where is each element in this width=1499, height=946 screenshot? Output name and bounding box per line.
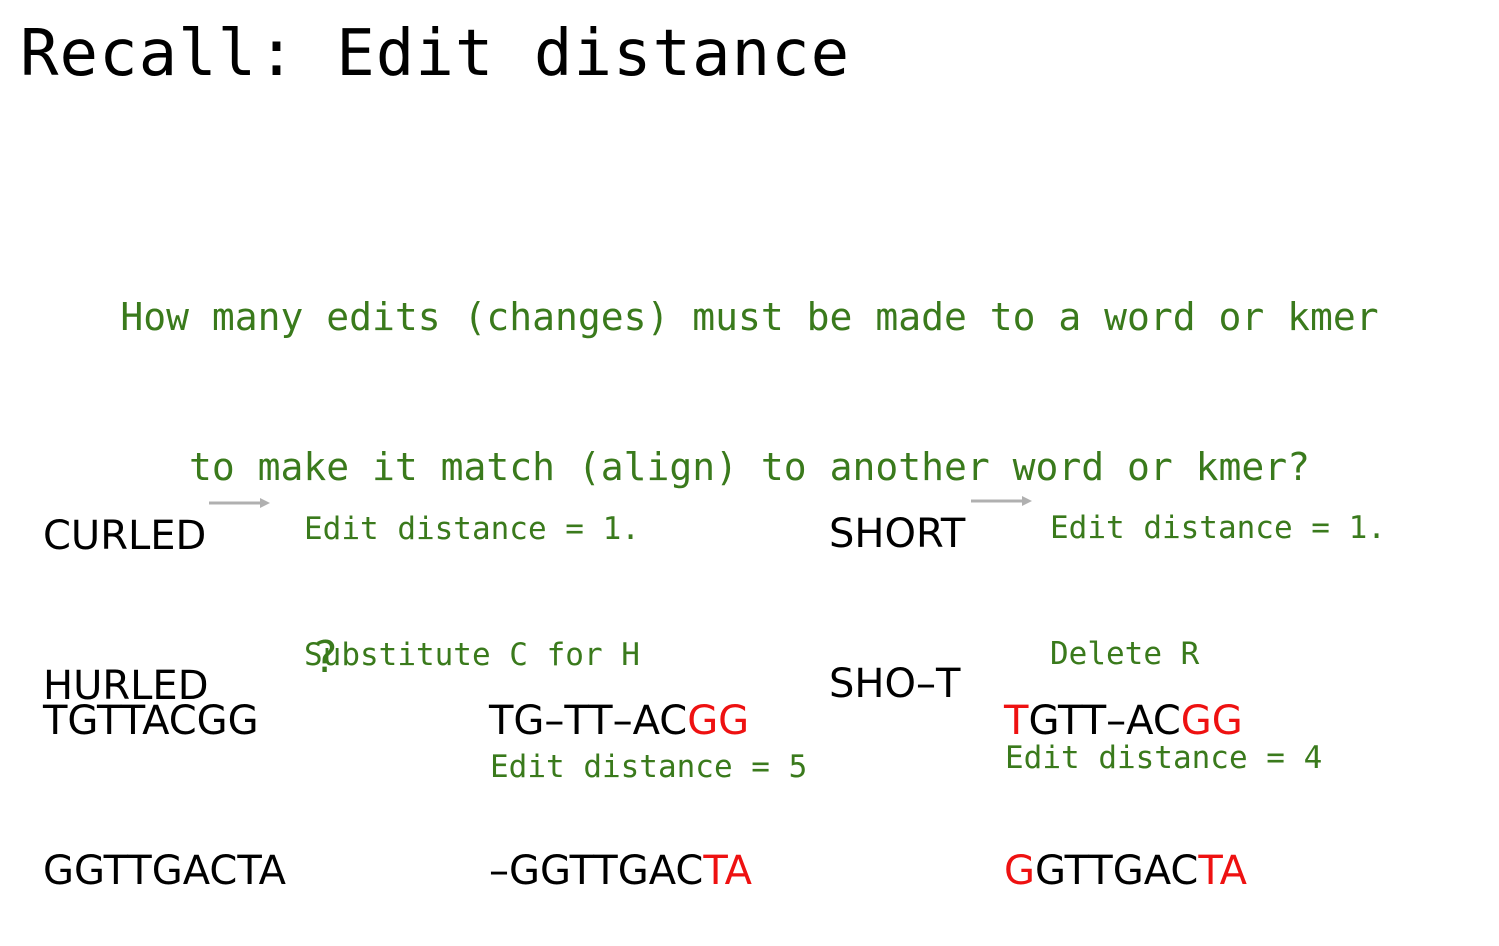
dna-sequences: TGTTACGG GGTTGACTA (43, 596, 286, 946)
question-line-1: How many edits (changes) must be made to… (120, 295, 1379, 339)
alignment2-seq2-mismatch-start: G (1004, 848, 1035, 894)
example2-note-line1: Edit distance = 1. (1050, 510, 1386, 546)
alignment1-seq2-match: –GGTTGAC (489, 848, 704, 894)
example1-note: Edit distance = 1. Substitute C for H (304, 424, 640, 718)
example2-note: Edit distance = 1. Delete R (1050, 423, 1386, 717)
alignment2-seq1-mismatch-end: GG (1180, 698, 1243, 744)
alignment2-seq1-mismatch-start: T (1004, 698, 1029, 744)
example2-note-line2: Delete R (1050, 636, 1200, 672)
alignment2-distance: Edit distance = 4 (1005, 740, 1323, 776)
example1-word2: HURLED (43, 663, 209, 709)
dna-seq1: TGTTACGG (43, 698, 259, 744)
question-text: How many edits (changes) must be made to… (0, 192, 1499, 542)
alignment2-seq2-mismatch-end: TA (1198, 848, 1248, 894)
example2-word2: SHO–T (829, 661, 961, 707)
alignment1-seq1-mismatch: GG (687, 698, 750, 744)
alignment2-seq1: TGTT–ACGG (1004, 696, 1247, 746)
slide-title: Recall: Edit distance (20, 17, 851, 91)
alignment1-seq1-match: TG–TT–AC (489, 698, 688, 744)
alignment2-seq2: GGTTGACTA (1004, 846, 1247, 896)
alignment2-seq2-match: GTTGAC (1035, 848, 1199, 894)
alignment2-seq1-match: GTT–AC (1028, 698, 1181, 744)
alignment1-seq2: –GGTTGACTA (489, 846, 752, 896)
example1-note-line1: Edit distance = 1. (304, 511, 640, 547)
alignment1-seq1: TG–TT–ACGG (489, 696, 752, 746)
question-line-2: to make it match (align) to another word… (188, 445, 1311, 489)
right-arrow-icon (970, 455, 1034, 528)
example2-words: SHORT SHO–T (829, 409, 965, 759)
alignment1-seq2-mismatch: TA (703, 848, 753, 894)
example1-words: CURLED HURLED (43, 411, 209, 761)
alignment1-distance: Edit distance = 5 (490, 749, 808, 785)
example1-note-line2: Substitute C for H (304, 637, 640, 673)
example1-word1: CURLED (43, 513, 207, 559)
dna-seq2: GGTTGACTA (43, 848, 287, 894)
question-mark: ? (314, 632, 338, 683)
example2-word1: SHORT (829, 511, 966, 557)
right-arrow-icon (208, 457, 272, 530)
